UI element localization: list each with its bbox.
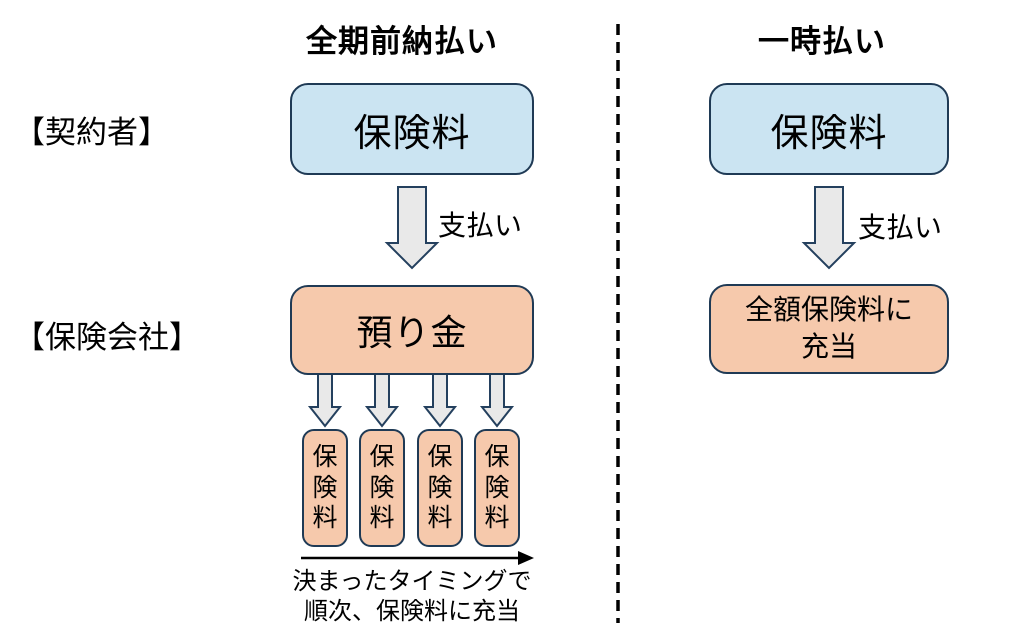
installment-box-2: 保険料	[359, 429, 405, 547]
premium-box-right: 保険料	[709, 83, 949, 175]
timeline-caption: 決まったタイミングで 順次、保険料に充当	[282, 567, 542, 627]
down-arrow-icon-installment-1	[307, 372, 343, 428]
premium-box-right-label: 保険料	[770, 112, 888, 155]
payment-label-left: 支払い	[438, 210, 523, 241]
allocation-box-line2: 充当	[800, 331, 857, 362]
deposit-box: 預り金	[290, 285, 534, 375]
installment-box-1-label: 保険料	[312, 443, 338, 533]
installment-box-4: 保険料	[474, 429, 520, 547]
installment-box-3-label: 保険料	[427, 443, 453, 533]
timeline-caption-line1: 決まったタイミングで	[292, 568, 532, 595]
down-arrow-icon-right	[801, 186, 857, 270]
premium-box-left: 保険料	[290, 83, 534, 175]
installment-box-3: 保険料	[417, 429, 463, 547]
allocation-box-line1: 全額保険料に	[744, 294, 913, 326]
deposit-box-label: 預り金	[356, 312, 468, 353]
installment-box-2-label: 保険料	[369, 443, 395, 533]
column-header-prepaid: 全期前納払い	[306, 24, 498, 59]
allocation-box: 全額保険料に 充当	[709, 284, 949, 374]
down-arrow-icon-left	[384, 186, 440, 270]
row-label-insurer: 【保険会社】	[14, 320, 200, 355]
down-arrow-icon-installment-4	[479, 372, 515, 428]
installment-box-4-label: 保険料	[484, 443, 510, 533]
installment-box-1: 保険料	[302, 429, 348, 547]
timeline-arrow-head-icon	[518, 551, 534, 565]
down-arrow-icon-installment-3	[422, 372, 458, 428]
column-header-lumpsum: 一時払い	[758, 24, 886, 59]
row-label-contractor: 【契約者】	[14, 115, 169, 150]
premium-box-left-label: 保険料	[353, 112, 471, 155]
payment-label-right: 支払い	[858, 212, 943, 243]
timeline-caption-line2: 順次、保険料に充当	[304, 598, 520, 625]
down-arrow-icon-installment-2	[364, 372, 400, 428]
